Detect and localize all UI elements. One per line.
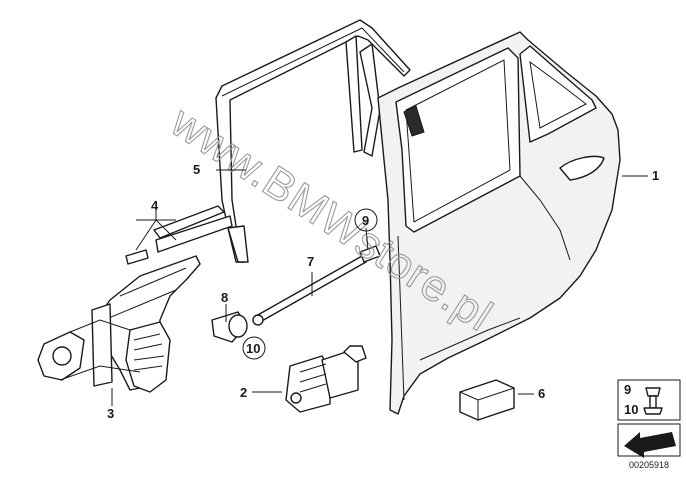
callout-3: 3 bbox=[107, 406, 114, 421]
leader-lines bbox=[111, 169, 648, 406]
callout-2: 2 bbox=[240, 385, 247, 400]
part-window-regulator[interactable] bbox=[37, 255, 201, 393]
callout-4: 4 bbox=[151, 198, 159, 213]
callout-10: 10 bbox=[246, 341, 260, 356]
part-trim-strips[interactable] bbox=[125, 205, 233, 265]
callout-5: 5 bbox=[193, 162, 200, 177]
legend-label-top: 9 bbox=[624, 382, 631, 397]
arrow-icon-box bbox=[617, 423, 681, 458]
part-insulation-block[interactable] bbox=[459, 379, 515, 421]
legend-label-bottom: 10 bbox=[624, 402, 638, 417]
part-rear-door[interactable] bbox=[377, 31, 621, 415]
callout-1: 1 bbox=[652, 168, 659, 183]
diagram-code: 00205918 bbox=[629, 460, 669, 470]
callout-7: 7 bbox=[307, 254, 314, 269]
part-grommet[interactable] bbox=[211, 311, 248, 343]
callout-10-circle bbox=[242, 336, 266, 360]
callout-9-circle bbox=[354, 208, 378, 232]
callout-9: 9 bbox=[362, 213, 369, 228]
callout-6: 6 bbox=[538, 386, 545, 401]
arrow-icon bbox=[624, 432, 676, 458]
part-window-seal-frame[interactable] bbox=[215, 19, 411, 263]
part-door-check-strap[interactable] bbox=[285, 345, 367, 413]
part-door-check-rod[interactable] bbox=[252, 245, 381, 326]
fastener-legend: 9 10 bbox=[617, 379, 681, 421]
callout-8: 8 bbox=[221, 290, 228, 305]
